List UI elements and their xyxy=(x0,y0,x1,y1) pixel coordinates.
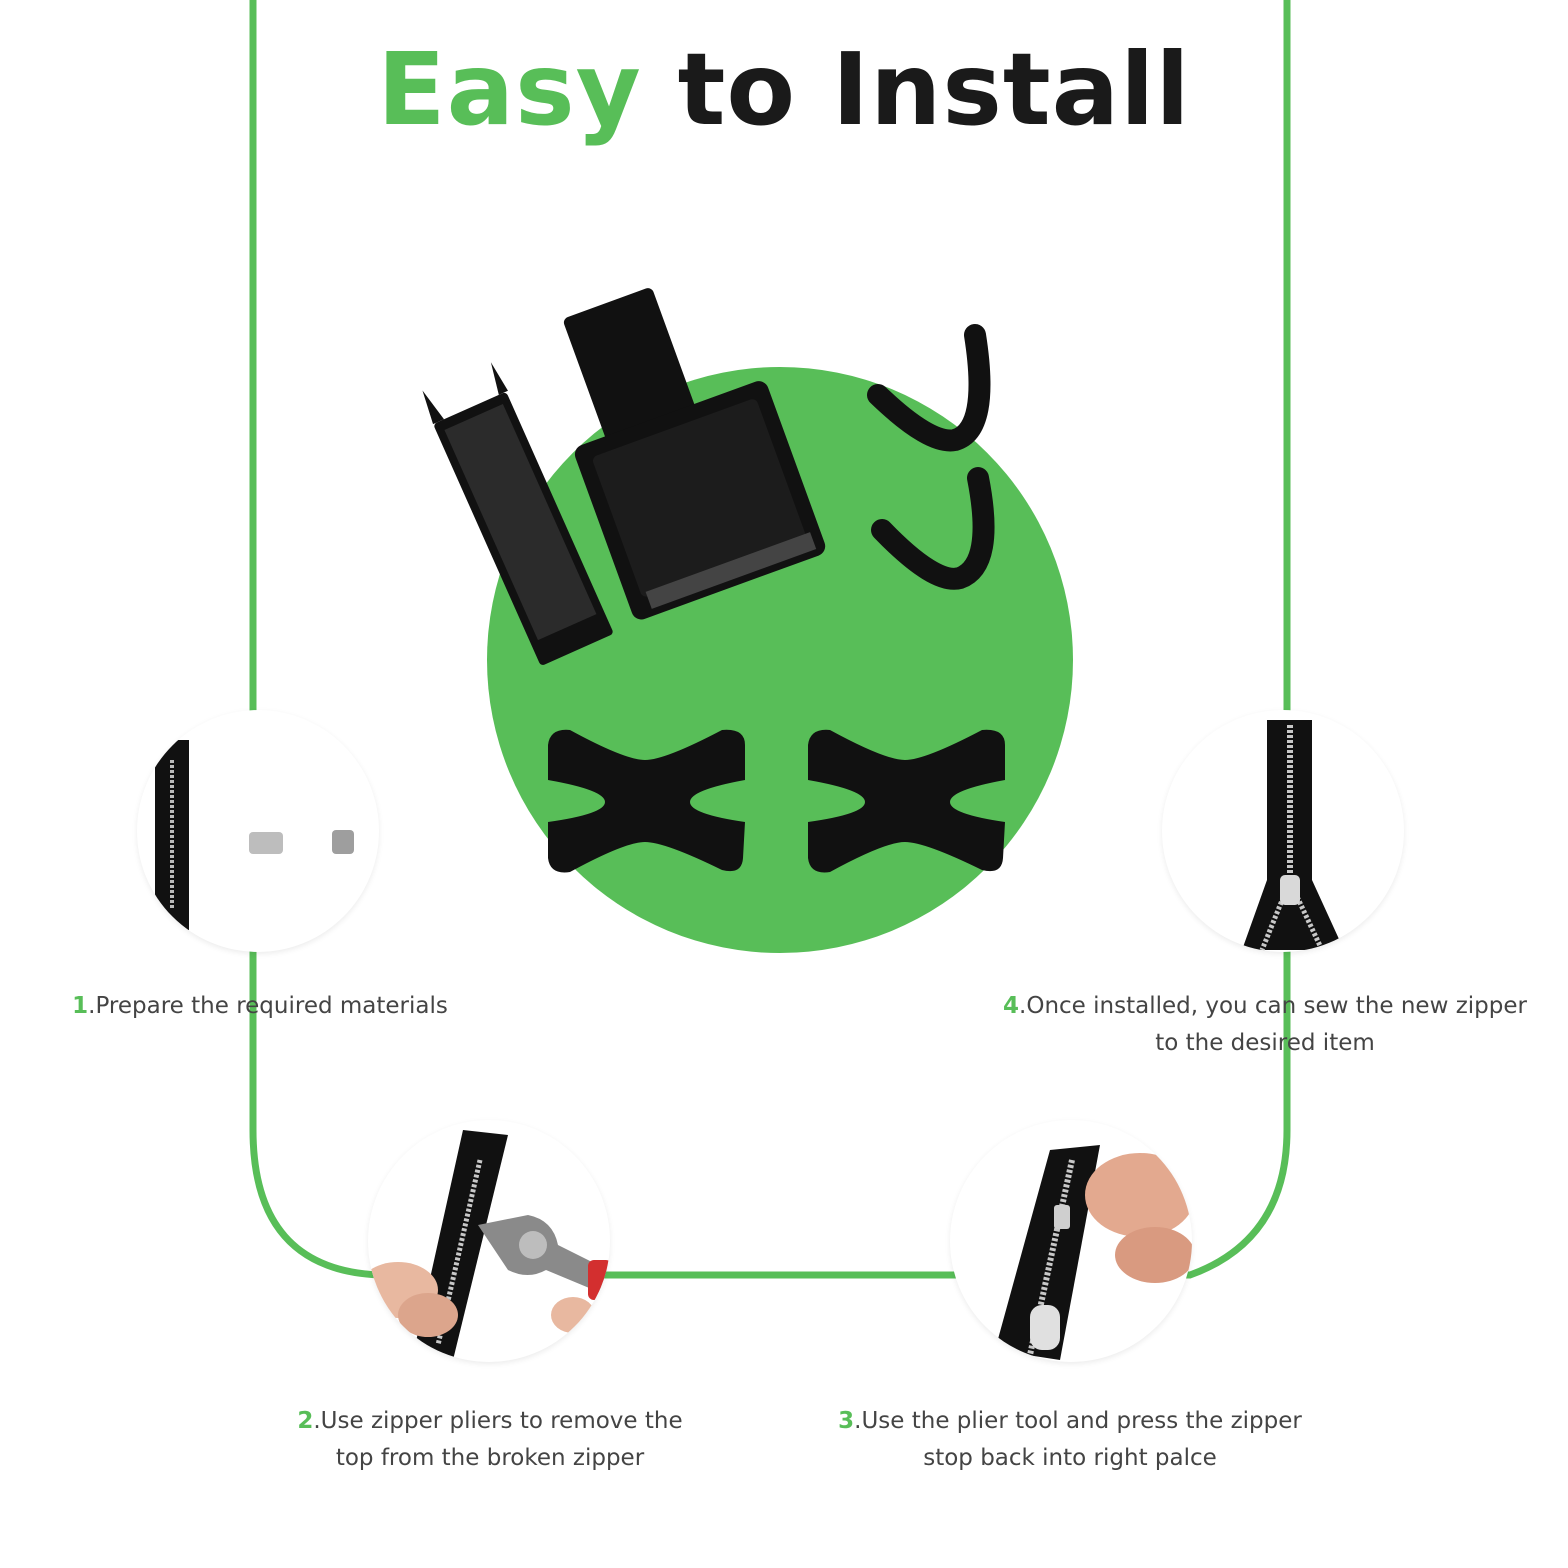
title-accent: Easy xyxy=(377,31,642,148)
step-1-number: 1 xyxy=(72,993,89,1019)
zipper-parts-illustration xyxy=(422,288,1005,873)
page-title: Easy to Install xyxy=(0,30,1568,150)
step-4-number: 4 xyxy=(1003,993,1020,1019)
pliers-on-zipper-icon xyxy=(368,1130,610,1360)
hook-icon xyxy=(867,324,991,452)
step-4-caption: 4.Once installed, you can sew the new zi… xyxy=(995,988,1535,1062)
x-clip-icon xyxy=(808,729,1005,873)
x-clip-icon xyxy=(548,729,745,873)
step4-photo xyxy=(1162,710,1404,952)
zipper-channel-part-icon xyxy=(422,362,613,665)
step-2-text: .Use zipper pliers to remove the top fro… xyxy=(313,1408,683,1471)
step-1-caption: 1.Prepare the required materials xyxy=(60,988,460,1025)
frame-path xyxy=(249,0,1291,1279)
step-4-text: .Once installed, you can sew the new zip… xyxy=(1019,993,1527,1056)
hand-pressing-zipper-icon xyxy=(995,1145,1192,1360)
step-2-number: 2 xyxy=(297,1408,314,1434)
title-rest: to Install xyxy=(641,31,1191,148)
step1-photo xyxy=(137,710,379,952)
step-3-number: 3 xyxy=(838,1408,855,1434)
step-1-text: .Prepare the required materials xyxy=(88,993,448,1019)
step-2-caption: 2.Use zipper pliers to remove the top fr… xyxy=(280,1403,700,1477)
step-3-caption: 3.Use the plier tool and press the zippe… xyxy=(820,1403,1320,1477)
step2-photo xyxy=(368,1120,610,1362)
step-3-text: .Use the plier tool and press the zipper… xyxy=(854,1408,1302,1471)
step3-photo xyxy=(950,1120,1192,1362)
finished-zipper-icon xyxy=(1242,720,1344,952)
zipper-parts-icon xyxy=(155,740,354,930)
zipper-top-stop-icon xyxy=(563,288,826,620)
hook-icon xyxy=(871,467,995,590)
